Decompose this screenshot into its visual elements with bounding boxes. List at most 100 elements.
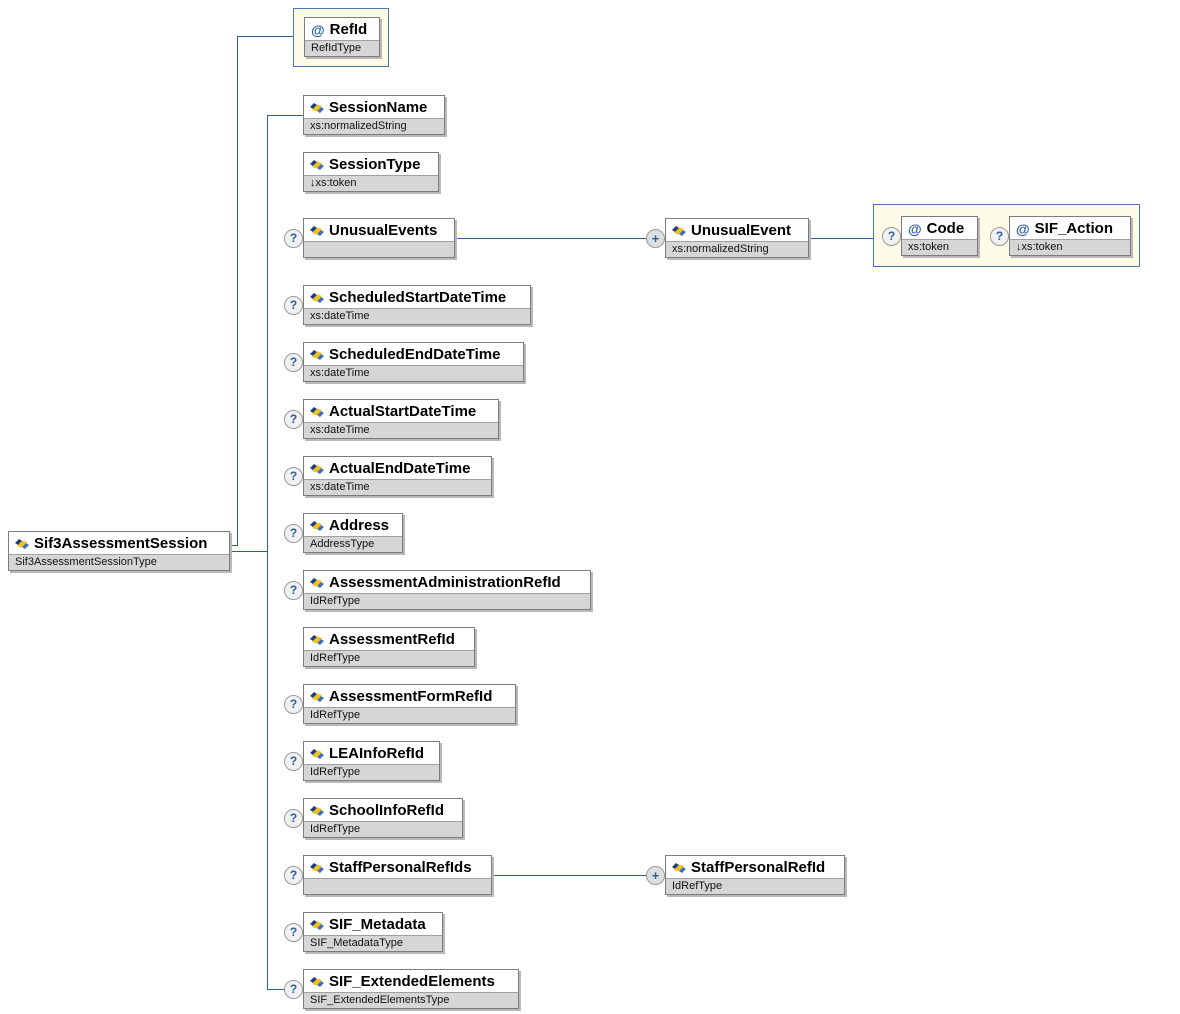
element-actualstartdatetime[interactable]: ActualStartDateTime xs:dateTime (303, 399, 499, 439)
row-sessiontype: SessionType ↓xs:token (303, 152, 439, 192)
question-badge: ? (284, 979, 303, 999)
element-scheduledstartdatetime[interactable]: ScheduledStartDateTime xs:dateTime (303, 285, 531, 325)
node-title: LEAInfoRefId (304, 742, 439, 764)
element-assessmentadministrationrefid[interactable]: AssessmentAdministrationRefId IdRefType (303, 570, 591, 610)
node-name: SIF_Metadata (329, 916, 426, 933)
node-name: StaffPersonalRefId (691, 859, 826, 876)
question-badge: ? (284, 523, 303, 543)
node-name: ScheduledStartDateTime (329, 289, 507, 306)
node-name: AssessmentRefId (329, 631, 455, 648)
element-sessiontype[interactable]: SessionType ↓xs:token (303, 152, 439, 192)
element-sif-extendedelements[interactable]: SIF_ExtendedElements SIF_ExtendedElement… (303, 969, 519, 1009)
connector-unusualevent-attrs (780, 238, 880, 239)
node-type: IdRefType (304, 764, 439, 780)
node-title: SessionName (304, 96, 444, 118)
element-unusualevents[interactable]: UnusualEvents (303, 218, 455, 258)
element-icon (310, 463, 324, 475)
element-sif-metadata[interactable]: SIF_Metadata SIF_MetadataType (303, 912, 443, 952)
node-name: ActualEndDateTime (329, 460, 471, 477)
element-leainforefid[interactable]: LEAInfoRefId IdRefType (303, 741, 440, 781)
element-staffpersonalrefids[interactable]: StaffPersonalRefIds (303, 855, 492, 895)
node-name: RefId (329, 21, 368, 38)
node-type: xs:dateTime (304, 479, 491, 495)
element-scheduledenddatetime[interactable]: ScheduledEndDateTime xs:dateTime (303, 342, 524, 382)
question-badge: ? (284, 751, 303, 771)
connector-refid-vertical (237, 36, 238, 546)
node-type: Sif3AssessmentSessionType (9, 554, 229, 570)
element-icon (310, 919, 324, 931)
node-title: @ SIF_Action (1010, 217, 1130, 239)
node-title: Sif3AssessmentSession (9, 532, 229, 554)
at-sign-icon: @ (1016, 220, 1030, 237)
plus-badge: + (646, 228, 665, 248)
element-assessmentformrefid[interactable]: AssessmentFormRefId IdRefType (303, 684, 516, 724)
node-type: xs:dateTime (304, 422, 498, 438)
element-icon (310, 159, 324, 171)
element-sif3assessmentsession[interactable]: Sif3AssessmentSession Sif3AssessmentSess… (8, 531, 230, 571)
question-badge: ? (284, 580, 303, 600)
node-type: IdRefType (666, 878, 844, 894)
connector-unusualevents-child (430, 238, 660, 239)
node-title: AssessmentRefId (304, 628, 474, 650)
element-schoolinforefid[interactable]: SchoolInfoRefId IdRefType (303, 798, 463, 838)
node-title: ScheduledStartDateTime (304, 286, 530, 308)
row-scheduledstartdatetime: ? ScheduledStartDateTime xs:dateTime (284, 285, 531, 325)
at-sign-icon: @ (908, 220, 922, 237)
node-name: SIF_Action (1034, 220, 1113, 237)
node-type: IdRefType (304, 707, 515, 723)
node-name: SessionType (329, 156, 421, 173)
node-type (304, 878, 491, 894)
row-sif-action: ? @ SIF_Action ↓xs:token (990, 216, 1131, 256)
node-name: Code (926, 220, 965, 237)
attribute-refid[interactable]: @ RefId RefIdType (304, 17, 380, 57)
attribute-code[interactable]: @ Code xs:token (901, 216, 978, 256)
node-type: RefIdType (305, 40, 379, 56)
row-actualenddatetime: ? ActualEndDateTime xs:dateTime (284, 456, 492, 496)
connector-refid-top (237, 36, 294, 37)
node-name: UnusualEvent (691, 222, 792, 239)
row-sif-extendedelements: ? SIF_ExtendedElements SIF_ExtendedEleme… (284, 969, 519, 1009)
element-staffpersonalrefid[interactable]: StaffPersonalRefId IdRefType (665, 855, 845, 895)
question-badge: ? (990, 226, 1009, 246)
element-icon (672, 225, 686, 237)
element-icon (310, 805, 324, 817)
row-sessionname: SessionName xs:normalizedString (303, 95, 445, 135)
node-title: SIF_Metadata (304, 913, 442, 935)
node-type: xs:dateTime (304, 308, 530, 324)
connector-staffpersonal-child (430, 875, 660, 876)
node-type: SIF_MetadataType (304, 935, 442, 951)
question-badge: ? (284, 694, 303, 714)
attribute-sif-action[interactable]: @ SIF_Action ↓xs:token (1009, 216, 1131, 256)
node-name: AssessmentFormRefId (329, 688, 493, 705)
node-title: @ RefId (305, 18, 379, 40)
element-icon (310, 520, 324, 532)
element-icon (672, 862, 686, 874)
node-name: UnusualEvents (329, 222, 438, 239)
row-address: ? Address AddressType (284, 513, 403, 553)
node-type: xs:normalizedString (304, 118, 444, 134)
node-type: AddressType (304, 536, 402, 552)
element-actualenddatetime[interactable]: ActualEndDateTime xs:dateTime (303, 456, 492, 496)
element-icon (310, 634, 324, 646)
node-name: SIF_ExtendedElements (329, 973, 495, 990)
row-sif-metadata: ? SIF_Metadata SIF_MetadataType (284, 912, 443, 952)
element-icon (310, 349, 324, 361)
node-title: @ Code (902, 217, 977, 239)
node-title: ScheduledEndDateTime (304, 343, 523, 365)
element-unusualevent[interactable]: UnusualEvent xs:normalizedString (665, 218, 809, 258)
row-assessmentadministrationrefid: ? AssessmentAdministrationRefId IdRefTyp… (284, 570, 591, 610)
element-icon (310, 691, 324, 703)
node-type: xs:token (902, 239, 977, 255)
connector-trunk-bottom-stub (267, 989, 295, 990)
row-refid: @ RefId RefIdType (304, 17, 380, 57)
element-address[interactable]: Address AddressType (303, 513, 403, 553)
element-sessionname[interactable]: SessionName xs:normalizedString (303, 95, 445, 135)
element-assessmentrefid[interactable]: AssessmentRefId IdRefType (303, 627, 475, 667)
node-title: SIF_ExtendedElements (304, 970, 518, 992)
element-icon (310, 225, 324, 237)
node-title: AssessmentAdministrationRefId (304, 571, 590, 593)
at-sign-icon: @ (311, 21, 325, 38)
row-leainforefid: ? LEAInfoRefId IdRefType (284, 741, 440, 781)
node-name: SchoolInfoRefId (329, 802, 444, 819)
